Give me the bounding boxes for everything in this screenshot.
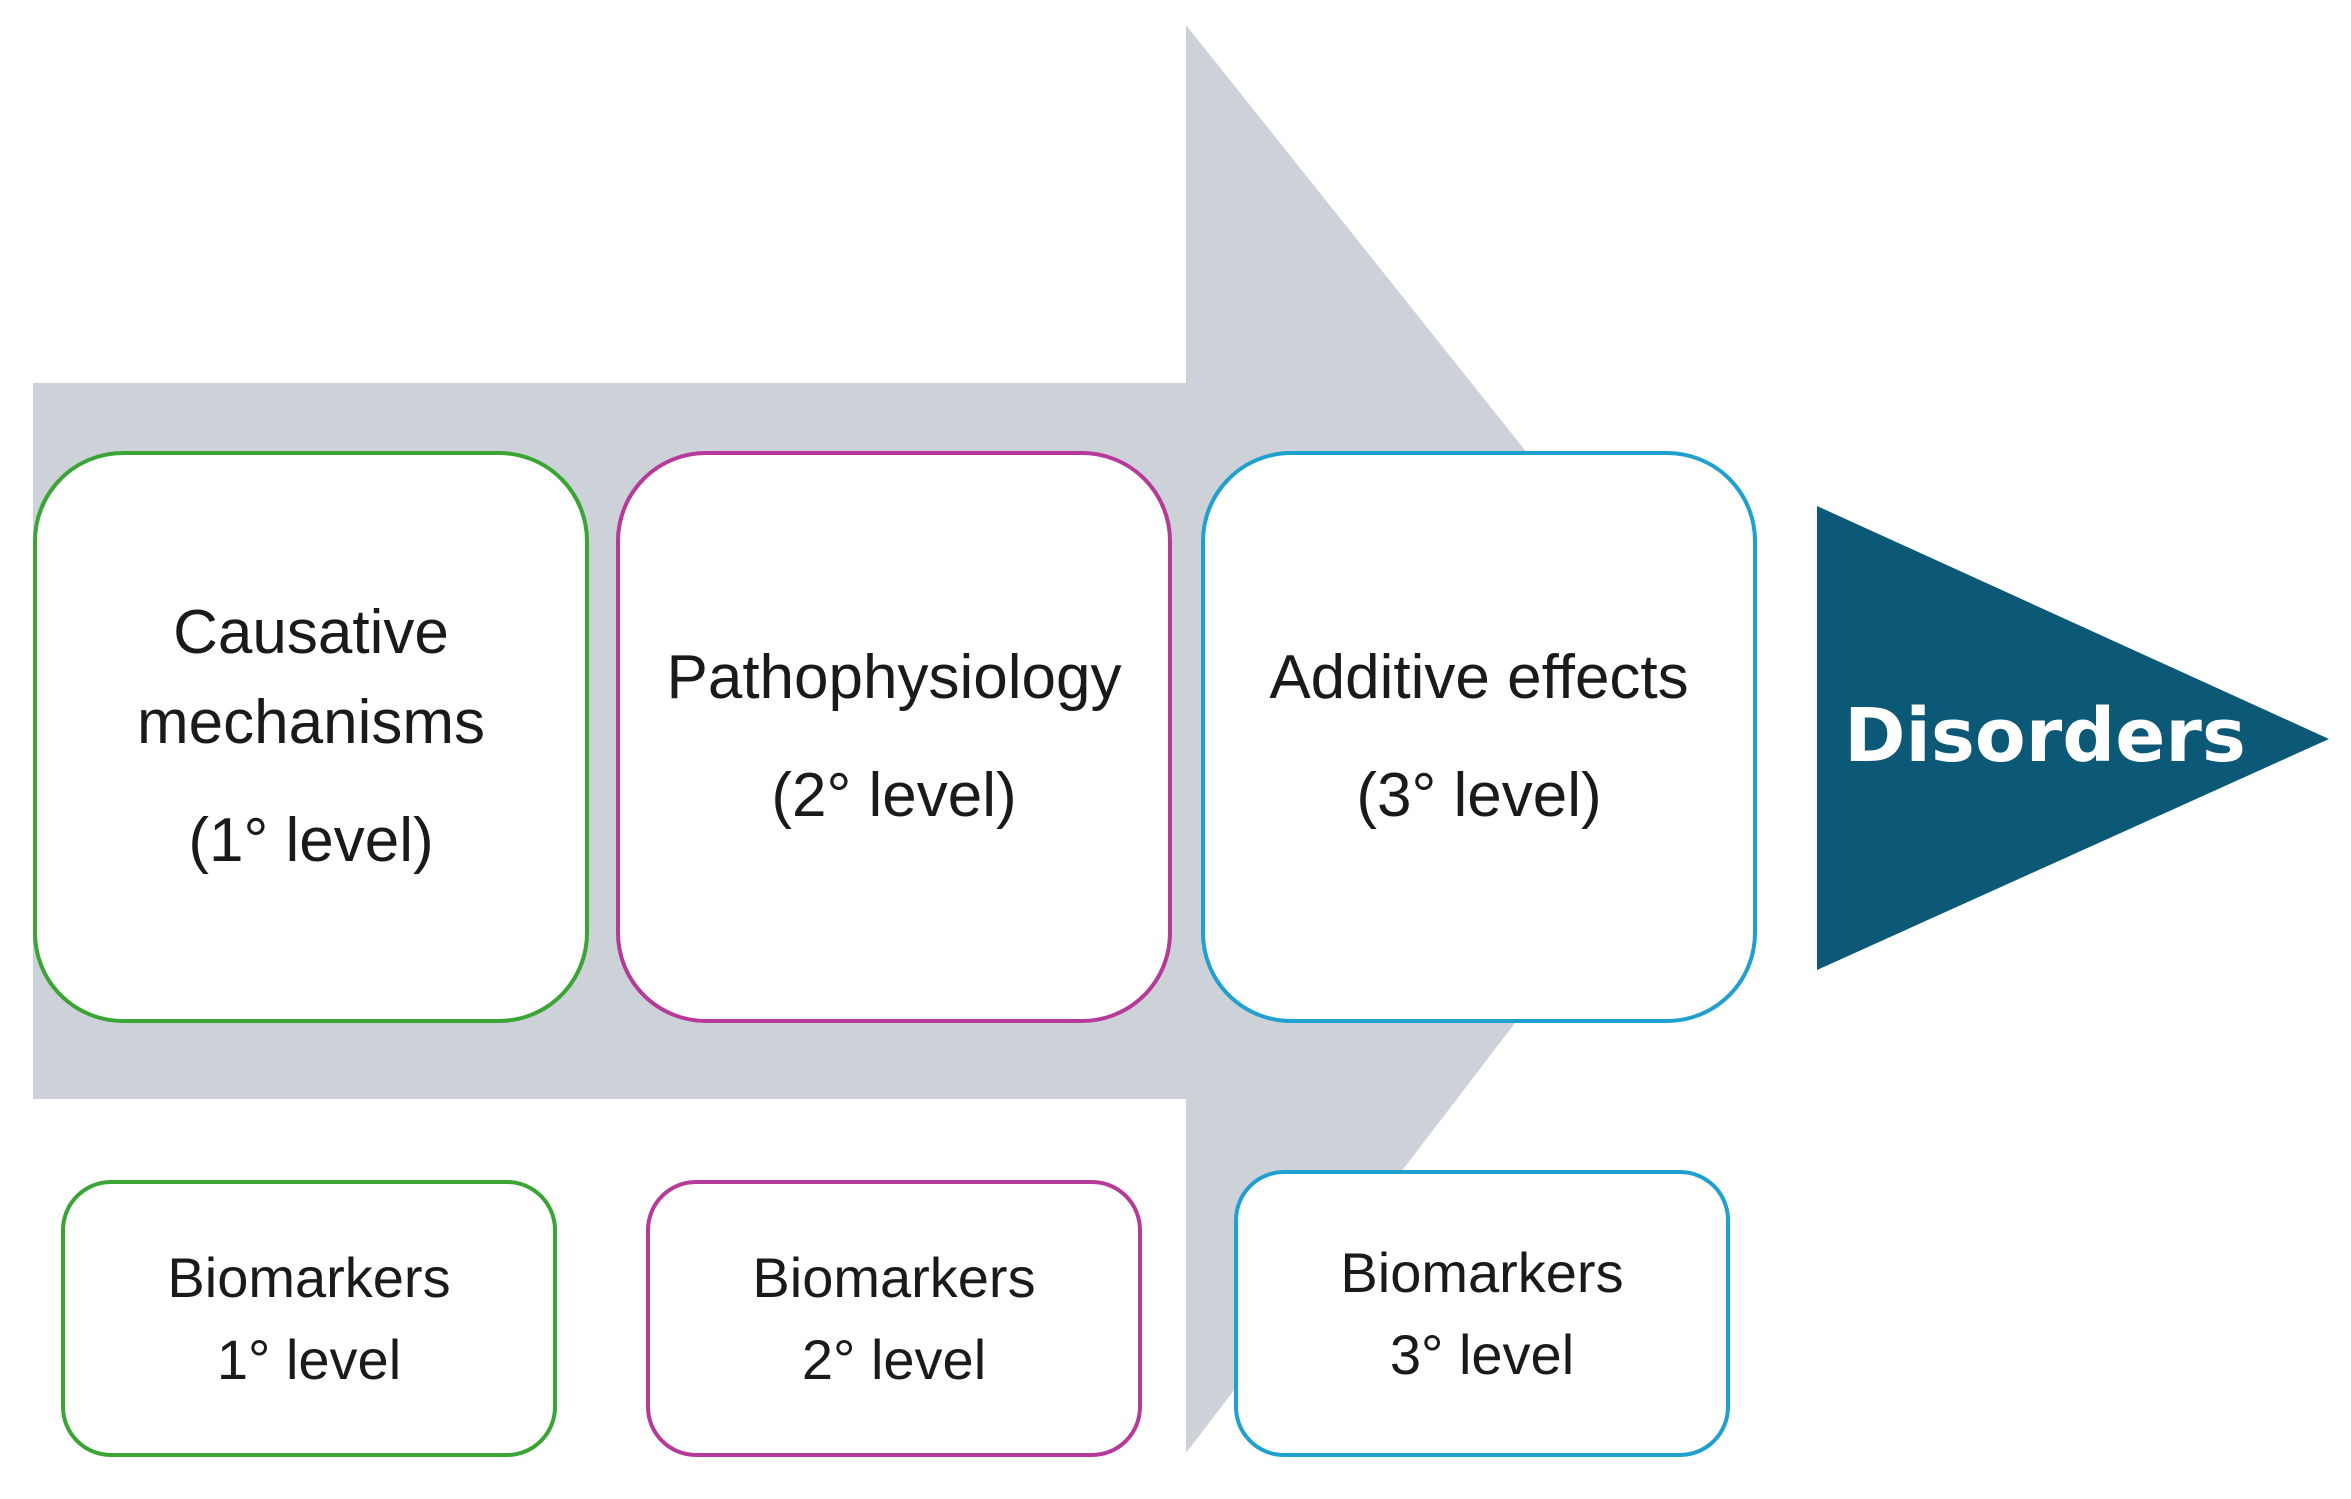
stage-title-line-1: Causative (173, 598, 449, 668)
biomarkers-level: 1° level (216, 1327, 402, 1391)
stage-box-additive-effects: Additive effects (3° level) (1201, 451, 1757, 1023)
stage-level: (1° level) (188, 805, 434, 875)
biomarkers-level: 3° level (1389, 1322, 1575, 1386)
stage-title-line-1: Additive effects (1269, 643, 1689, 713)
biomarkers-box-level-3: Biomarkers 3° level (1234, 1170, 1730, 1457)
disorders-arrow (1817, 506, 2329, 970)
stage-box-pathophysiology: Pathophysiology (2° level) (616, 451, 1172, 1023)
stage-level: (2° level) (771, 761, 1017, 830)
stage-box-causative-mechanisms: Causative mechanisms (1° level) (33, 451, 589, 1023)
biomarkers-label: Biomarkers (167, 1246, 451, 1310)
disorders-label: Disorders (1844, 693, 2246, 779)
biomarkers-level: 2° level (801, 1327, 987, 1391)
stage-level: (3° level) (1356, 761, 1602, 830)
stage-title-line-1: Pathophysiology (666, 643, 1122, 713)
stage-title-line-2: mechanisms (137, 688, 485, 758)
biomarkers-box-level-2: Biomarkers 2° level (646, 1180, 1142, 1457)
biomarkers-label: Biomarkers (752, 1246, 1036, 1310)
biomarkers-label: Biomarkers (1340, 1241, 1624, 1305)
biomarkers-box-level-1: Biomarkers 1° level (61, 1180, 557, 1457)
